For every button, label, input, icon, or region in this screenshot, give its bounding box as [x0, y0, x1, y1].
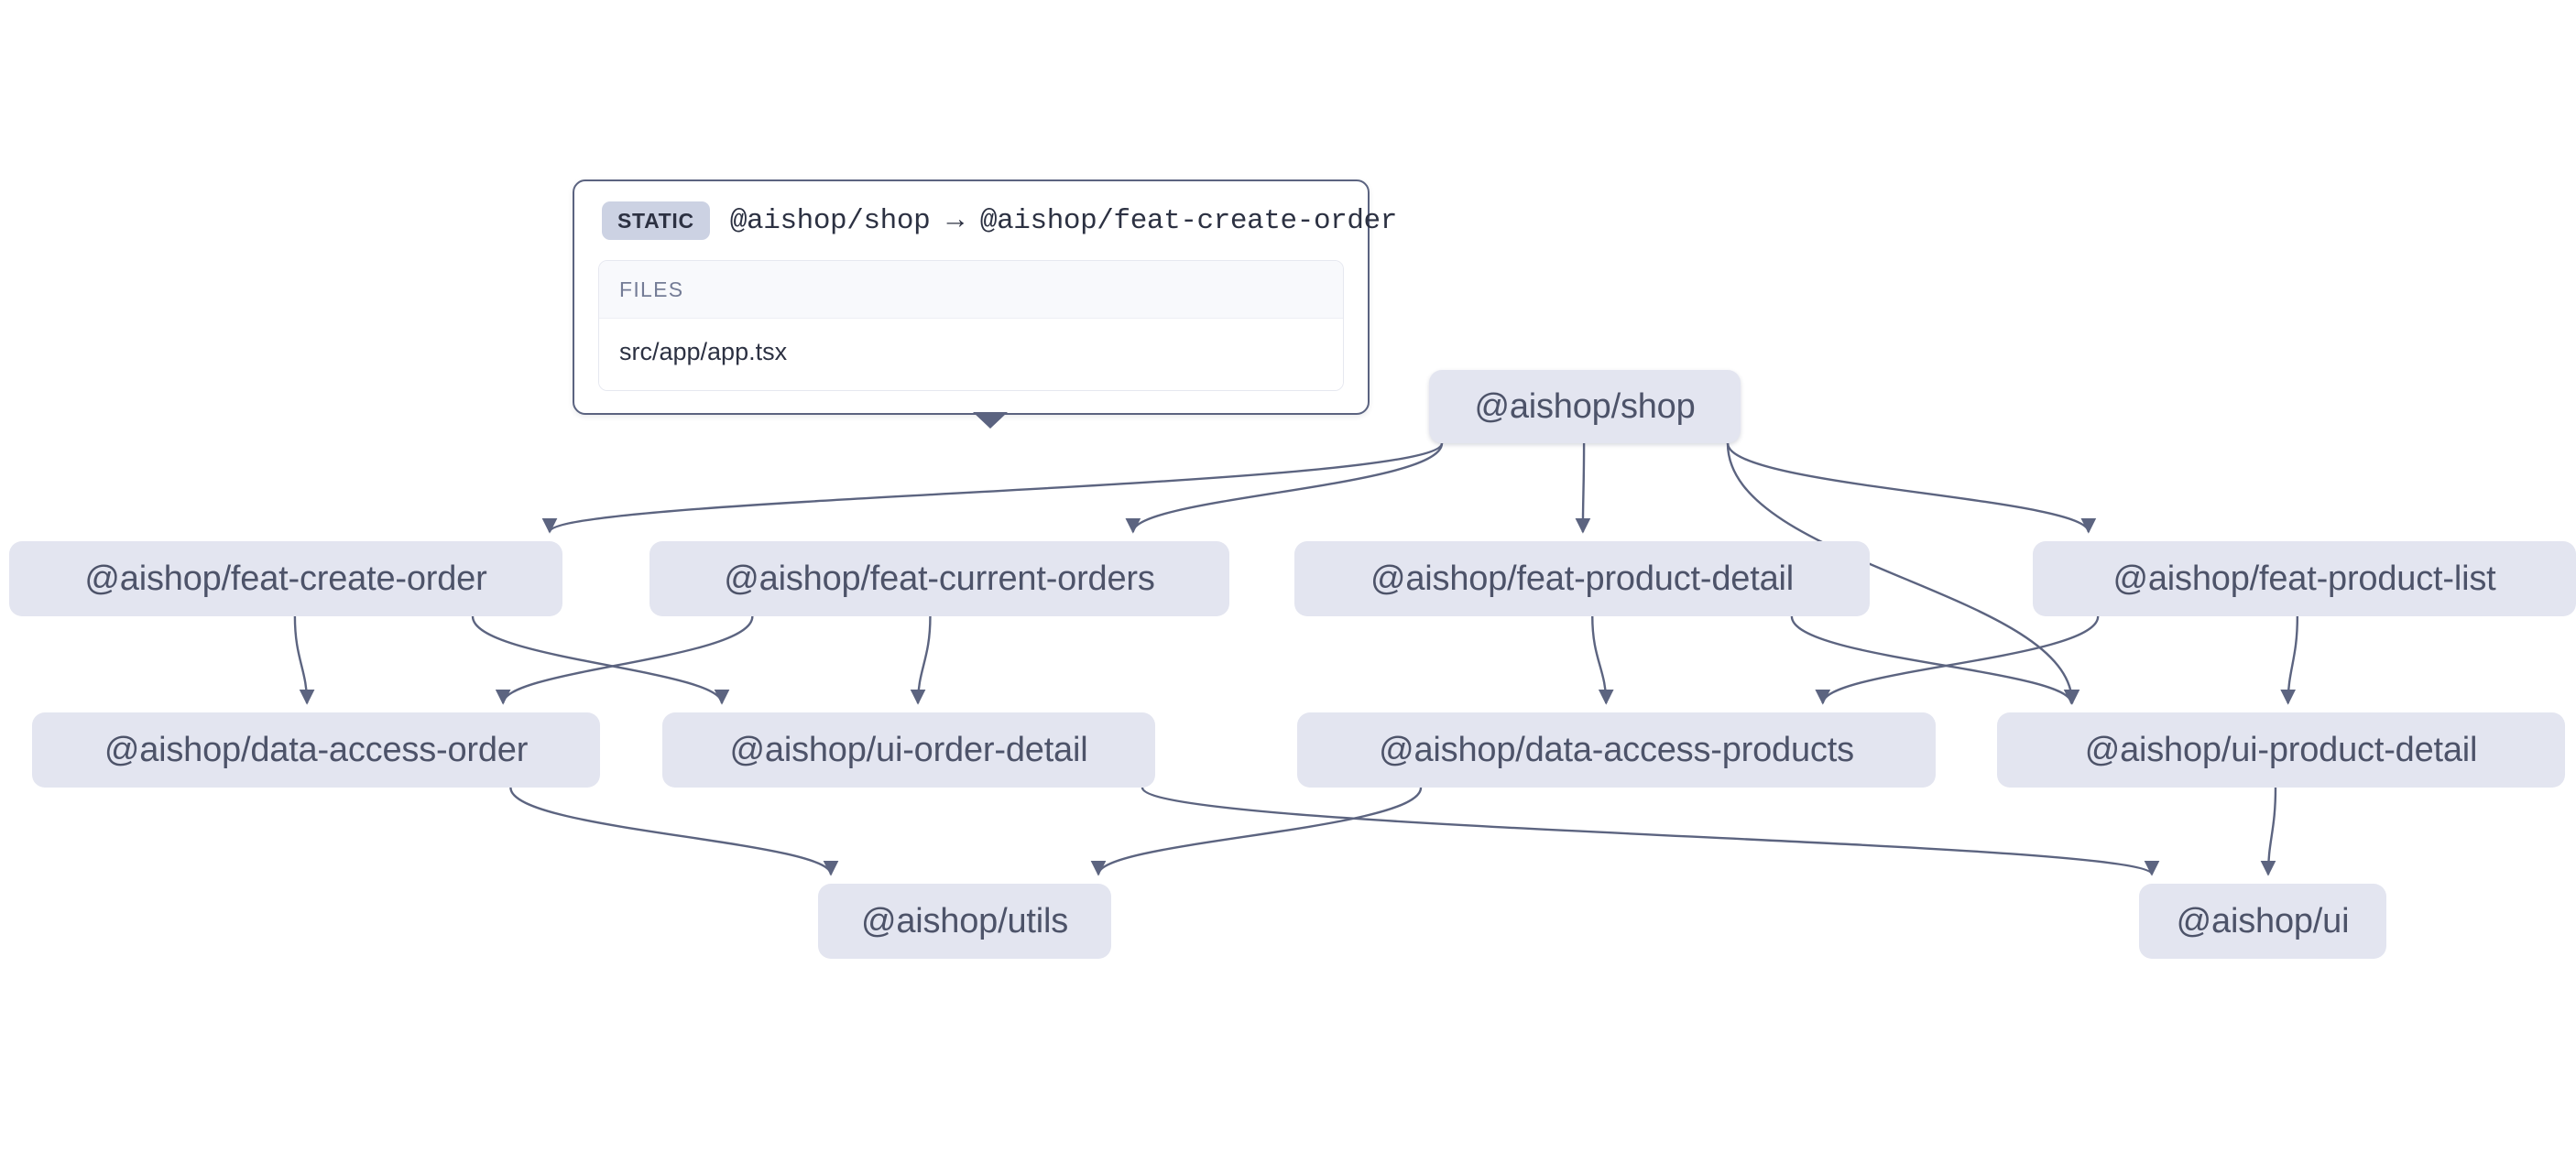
graph-node-label: @aishop/ui-order-detail — [729, 730, 1088, 769]
graph-node-ui[interactable]: @aishop/ui — [2139, 884, 2386, 959]
graph-edge-feat-create-order-to-ui-order-detail — [471, 615, 730, 705]
graph-node-ui-order-detail[interactable]: @aishop/ui-order-detail — [662, 712, 1155, 788]
graph-node-label: @aishop/data-access-products — [1379, 730, 1854, 769]
graph-edge-ui-order-detail-to-ui — [1141, 787, 2159, 876]
graph-node-ui-product-detail[interactable]: @aishop/ui-product-detail — [1997, 712, 2565, 788]
dependency-title: @aishop/shop → @aishop/feat-create-order — [729, 204, 1398, 237]
graph-edge-shop-to-feat-product-list — [1726, 442, 2097, 534]
files-section-header: FILES — [599, 261, 1343, 319]
graph-node-shop[interactable]: @aishop/shop — [1429, 370, 1741, 443]
graph-edge-feat-product-detail-to-ui-product-detail — [1790, 615, 2079, 705]
file-row[interactable]: src/app/app.tsx — [599, 319, 1343, 390]
graph-node-feat-create-order[interactable]: @aishop/feat-create-order — [9, 541, 562, 616]
graph-node-utils[interactable]: @aishop/utils — [818, 884, 1111, 959]
graph-node-label: @aishop/data-access-order — [104, 730, 529, 769]
graph-edge-shop-to-feat-current-orders — [1125, 442, 1444, 534]
graph-node-data-access-order[interactable]: @aishop/data-access-order — [32, 712, 600, 788]
graph-edge-feat-product-list-to-data-access-products — [1815, 615, 2100, 705]
graph-node-label: @aishop/feat-current-orders — [724, 559, 1155, 598]
dependency-detail-panel[interactable]: STATIC @aishop/shop → @aishop/feat-creat… — [573, 179, 1397, 429]
graph-edge-feat-current-orders-to-ui-order-detail — [910, 615, 932, 705]
graph-node-data-access-products[interactable]: @aishop/data-access-products — [1297, 712, 1936, 788]
graph-edge-shop-to-feat-product-detail — [1575, 442, 1591, 534]
graph-edge-data-access-products-to-utils — [1090, 787, 1423, 876]
panel-header: STATIC @aishop/shop → @aishop/feat-creat… — [598, 201, 1397, 240]
graph-edge-feat-create-order-to-data-access-order — [293, 615, 315, 705]
files-list: src/app/app.tsx — [599, 319, 1343, 390]
graph-node-feat-product-list[interactable]: @aishop/feat-product-list — [2033, 541, 2576, 616]
graph-edge-feat-product-list-to-ui-product-detail — [2280, 615, 2299, 705]
graph-node-feat-product-detail[interactable]: @aishop/feat-product-detail — [1294, 541, 1870, 616]
graph-node-label: @aishop/ui — [2176, 901, 2350, 940]
graph-node-label: @aishop/utils — [860, 901, 1069, 940]
graph-node-label: @aishop/feat-product-detail — [1370, 559, 1794, 598]
graph-node-label: @aishop/feat-product-list — [2112, 559, 2496, 598]
dependency-type-badge: STATIC — [602, 201, 710, 240]
panel-pointer-arrow — [973, 412, 1008, 429]
graph-edge-feat-product-detail-to-data-access-products — [1591, 615, 1614, 705]
graph-node-label: @aishop/ui-product-detail — [2084, 730, 2478, 769]
graph-edge-feat-current-orders-to-data-access-order — [495, 615, 754, 705]
graph-edge-data-access-order-to-utils — [509, 787, 839, 876]
graph-edge-shop-to-feat-create-order — [541, 442, 1444, 534]
graph-node-label: @aishop/feat-create-order — [84, 559, 487, 598]
graph-edge-ui-product-detail-to-ui — [2260, 787, 2277, 876]
graph-node-feat-current-orders[interactable]: @aishop/feat-current-orders — [649, 541, 1229, 616]
files-card: FILES src/app/app.tsx — [598, 260, 1344, 391]
graph-node-label: @aishop/shop — [1474, 386, 1696, 426]
